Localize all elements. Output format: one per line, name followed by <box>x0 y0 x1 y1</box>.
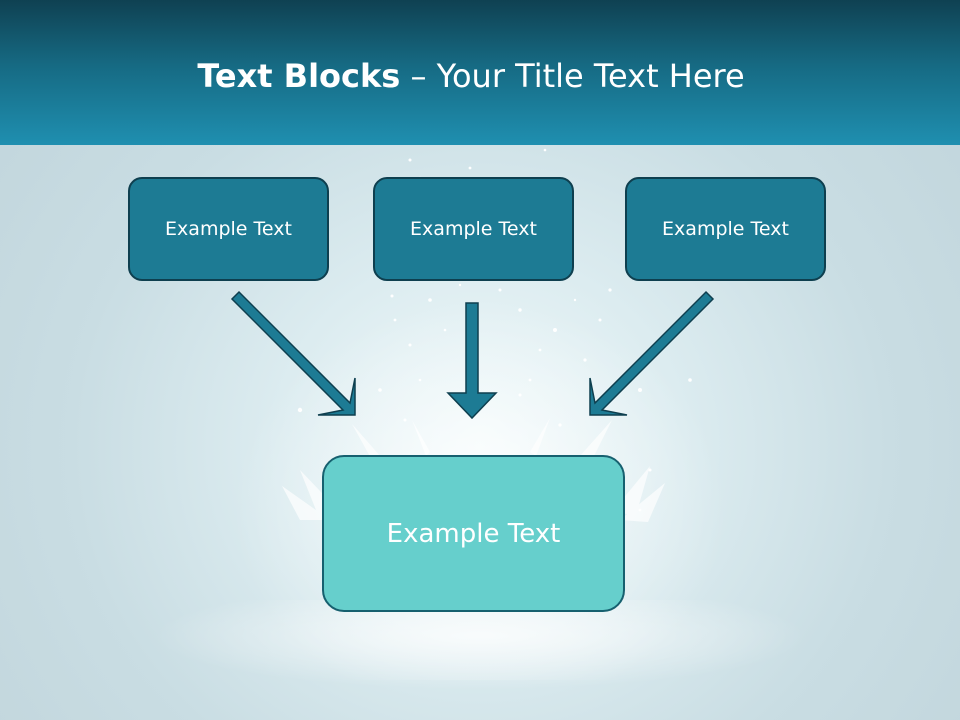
center-text-block: Example Text <box>322 455 625 612</box>
text-block-2: Example Text <box>373 177 574 281</box>
slide-title: Text Blocks – Your Title Text Here <box>0 56 942 96</box>
lotus-petals <box>282 418 665 522</box>
arrow-down-left-icon <box>589 290 715 416</box>
arrow-down-right-icon <box>230 290 356 416</box>
title-bold-text: Text Blocks <box>197 57 401 95</box>
arrow-down-icon <box>446 302 498 420</box>
text-block-3: Example Text <box>625 177 826 281</box>
water-reflection <box>150 600 810 690</box>
title-bar: Text Blocks – Your Title Text Here <box>0 0 960 145</box>
title-rest-text: – Your Title Text Here <box>400 57 745 95</box>
text-block-1: Example Text <box>128 177 329 281</box>
